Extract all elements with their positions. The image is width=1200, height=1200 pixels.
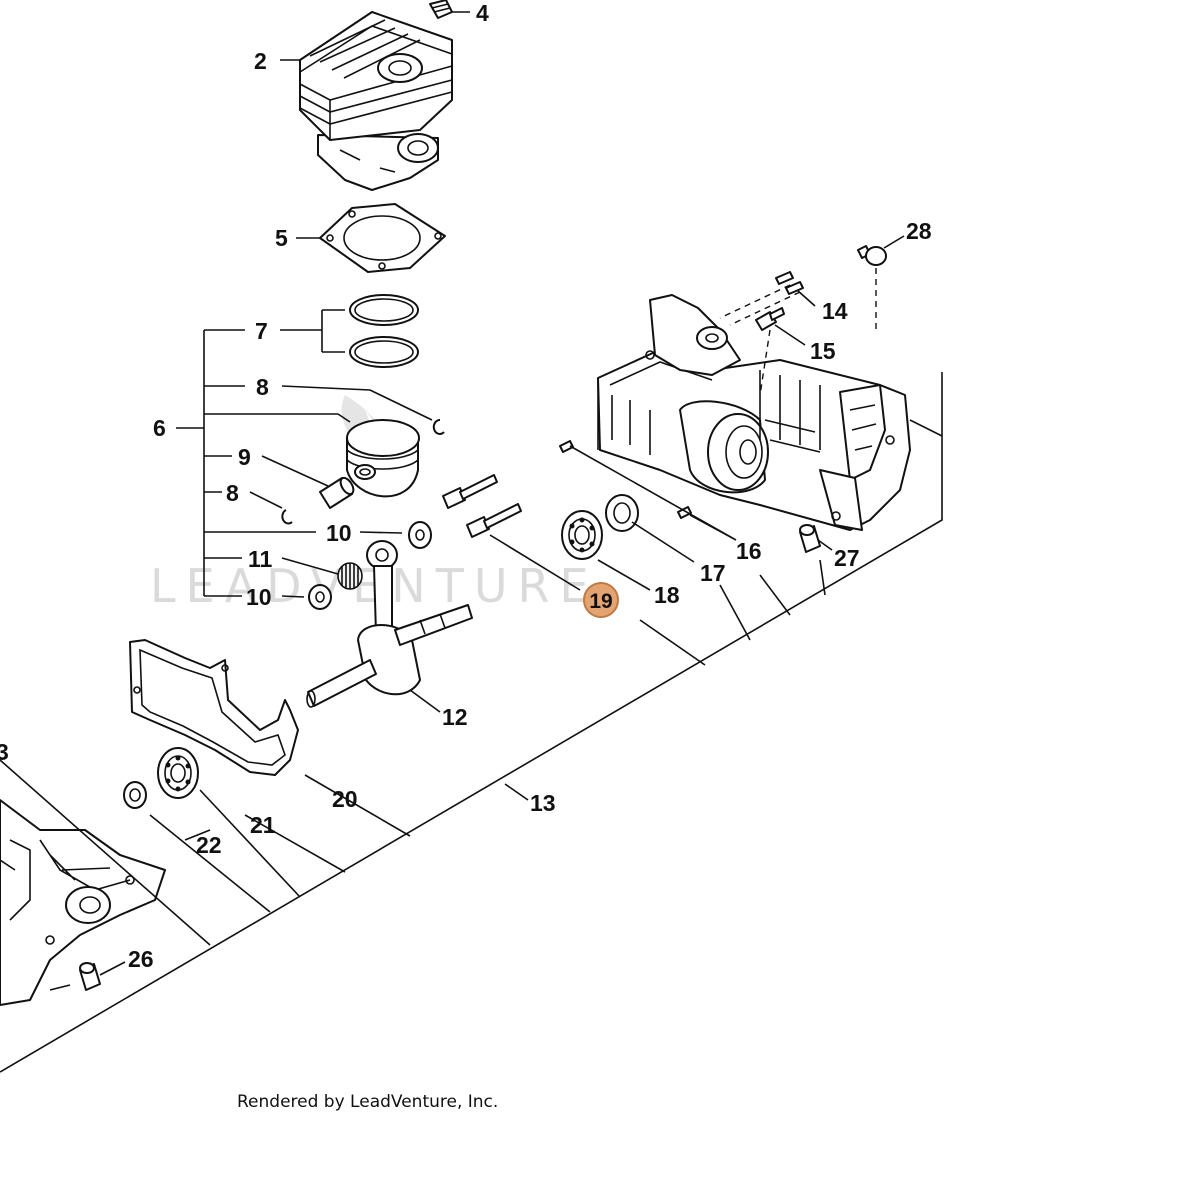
- callout-8-lower[interactable]: 8: [226, 480, 239, 506]
- rendered-by-footer: Rendered by LeadVenture, Inc.: [237, 1092, 499, 1112]
- callout-27[interactable]: 27: [834, 545, 860, 571]
- callout-3[interactable]: 3: [0, 739, 9, 765]
- callout-18[interactable]: 18: [654, 582, 680, 608]
- callout-11[interactable]: 11: [248, 546, 273, 572]
- spark-plug-part-4[interactable]: [429, 0, 453, 19]
- pin-part-14[interactable]: [775, 271, 804, 295]
- callout-2[interactable]: 2: [254, 48, 267, 74]
- callout-9[interactable]: 9: [238, 444, 251, 470]
- piston-rings-part-7[interactable]: [349, 294, 419, 368]
- callout-21[interactable]: 21: [250, 812, 276, 838]
- callout-19[interactable]: 19: [589, 590, 612, 613]
- leader-lines: [0, 11, 943, 1073]
- callout-20[interactable]: 20: [332, 786, 358, 812]
- bolt-upper[interactable]: [442, 474, 498, 509]
- callout-19-highlighted[interactable]: 19: [583, 582, 619, 618]
- fitting-part-15[interactable]: [755, 307, 785, 331]
- bolt-lower[interactable]: [466, 503, 522, 538]
- sleeve-part-27[interactable]: [799, 524, 821, 553]
- cylinder-part-2[interactable]: [299, 11, 453, 191]
- callout-17[interactable]: 17: [700, 560, 726, 586]
- gasket-part-20[interactable]: [129, 639, 299, 776]
- ball-bearing-part-18[interactable]: [561, 510, 603, 560]
- callout-13[interactable]: 13: [530, 790, 556, 816]
- callout-19-highlight-circle: [583, 582, 619, 618]
- leadventure-watermark: LEADVENTURE: [150, 395, 599, 613]
- ball-bearing-part-21[interactable]: [157, 747, 199, 799]
- crankcase-left-half[interactable]: [0, 799, 166, 1006]
- washer-part-10-upper[interactable]: [408, 521, 432, 549]
- callout-8-upper[interactable]: 8: [256, 374, 269, 400]
- sleeve-part-26[interactable]: [79, 962, 101, 991]
- callout-22[interactable]: 22: [196, 832, 222, 858]
- circlip-part-8-upper[interactable]: [432, 418, 445, 435]
- plug-part-28[interactable]: [857, 245, 887, 266]
- piston-part-6[interactable]: [346, 419, 420, 498]
- svg-text:LEADVENTURE: LEADVENTURE: [150, 559, 599, 613]
- crankshaft-part-12[interactable]: [306, 540, 473, 708]
- callout-14[interactable]: 14: [822, 298, 848, 324]
- callout-28[interactable]: 28: [906, 218, 932, 244]
- callout-15[interactable]: 15: [810, 338, 836, 364]
- washer-part-10-lower[interactable]: [308, 584, 332, 610]
- callout-10-upper[interactable]: 10: [326, 520, 352, 546]
- callout-7[interactable]: 7: [255, 318, 268, 344]
- callout-4[interactable]: 4: [476, 0, 489, 26]
- needle-bearing-part-11[interactable]: [337, 562, 363, 590]
- callout-12[interactable]: 12: [442, 704, 468, 730]
- callout-10-lower[interactable]: 10: [246, 584, 272, 610]
- circlip-part-8-lower[interactable]: [281, 509, 293, 525]
- wrist-pin-part-9[interactable]: [319, 476, 356, 509]
- gasket-part-5[interactable]: [319, 203, 446, 273]
- oil-seal-part-22[interactable]: [123, 781, 147, 809]
- callout-5[interactable]: 5: [275, 225, 288, 251]
- oil-seal-part-17[interactable]: [605, 494, 639, 532]
- callout-labels: 2 3 4 5 6 7 8 9 8 10 11 10 12 13 14 15 1…: [0, 0, 932, 972]
- crankcase-right-half[interactable]: [597, 294, 911, 531]
- callout-16[interactable]: 16: [736, 538, 762, 564]
- callout-26[interactable]: 26: [128, 946, 154, 972]
- callout-6[interactable]: 6: [153, 415, 166, 441]
